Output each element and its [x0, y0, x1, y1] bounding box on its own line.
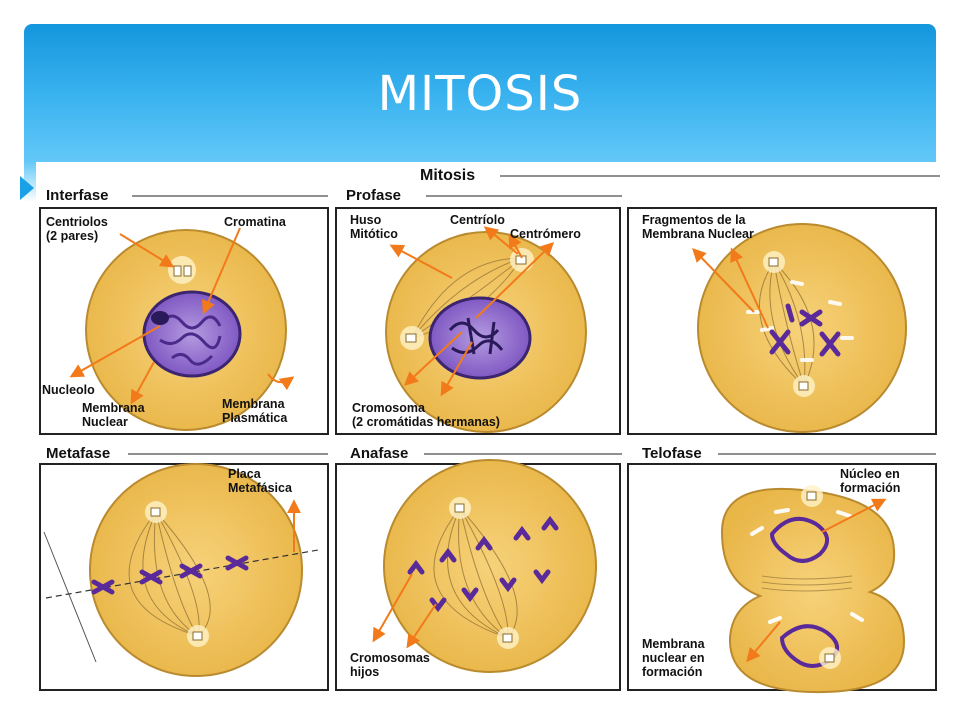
cell-prometafase	[697, 223, 907, 433]
centriole-icon	[819, 647, 841, 669]
centriole-icon	[168, 256, 196, 284]
forming-nucleus-top	[769, 516, 829, 563]
label-membrana-nuclear-1: Membrana	[82, 401, 146, 415]
chromosome-icon	[769, 303, 841, 357]
arrows-telofase	[746, 498, 887, 663]
cell-metafase	[43, 463, 319, 677]
panel-title-interfase: Interfase	[46, 187, 109, 204]
label-centromero: Centrómero	[510, 227, 581, 241]
label-nucleolo: Nucleolo	[42, 383, 95, 397]
panel-title-telofase: Telofase	[642, 445, 702, 462]
label-formacion-1: formación	[840, 481, 900, 495]
label-metafasica: Metafásica	[228, 481, 293, 495]
panel-title-metafase: Metafase	[46, 445, 110, 462]
label-hijos: hijos	[350, 665, 379, 679]
label-2-pares: (2 pares)	[46, 229, 98, 243]
label-mitotico: Mitótico	[350, 227, 398, 241]
cell-profase	[385, 231, 587, 433]
label-centriolo: Centríolo	[450, 213, 505, 227]
arrows-interfase	[69, 227, 295, 405]
panel-profase	[335, 207, 621, 435]
arrows-prometafase	[692, 247, 769, 329]
label-cromosomas: Cromosomas	[350, 651, 430, 665]
label-cromosoma: Cromosoma	[352, 401, 426, 415]
arrows-profase	[389, 226, 555, 397]
label-membrana-plasmatica-1: Membrana	[222, 397, 286, 411]
centriole-icon	[187, 625, 209, 647]
label-huso: Huso	[350, 213, 382, 227]
chromosome-icon	[91, 555, 249, 595]
spindle-axis-line	[43, 531, 97, 663]
label-membrana-nuclear: Membrana Nuclear	[642, 227, 754, 241]
placa-metafasica-line	[45, 549, 319, 599]
cell-anafase	[383, 459, 597, 673]
cell-telofase	[720, 485, 906, 694]
label-2-cromatidas: (2 cromátidas hermanas)	[352, 415, 500, 429]
label-membrana-nuclear-2: Nuclear	[82, 415, 128, 429]
label-membrana: Membrana	[642, 637, 706, 651]
cell-interfase	[85, 229, 287, 431]
label-formacion-2: formación	[642, 665, 702, 679]
centriole-icon	[793, 375, 815, 397]
label-membrana-plasmatica-2: Plasmática	[222, 411, 288, 425]
centriole-icon	[449, 497, 471, 519]
arrows-anafase	[372, 573, 437, 649]
label-placa: Placa	[228, 467, 262, 481]
centriole-icon	[145, 501, 167, 523]
centriole-icon	[763, 251, 785, 273]
slide-header	[24, 24, 936, 162]
panel-title-profase: Profase	[346, 187, 401, 204]
label-cromatina: Cromatina	[224, 215, 287, 229]
panel-title-anafase: Anafase	[350, 445, 408, 462]
mitosis-diagram: Mitosis Interfase Centriolos (2 pares) C…	[39, 167, 940, 694]
arrow-accent-icon	[20, 176, 34, 200]
panel-interfase	[39, 207, 329, 435]
label-nucleo-en: Núcleo en	[840, 467, 900, 481]
chromosome-icon	[407, 515, 559, 613]
centriole-icon	[400, 326, 424, 350]
label-nuclear-en: nuclear en	[642, 651, 705, 665]
centriole-icon	[497, 627, 519, 649]
slide-title: MITOSIS	[377, 66, 583, 122]
panel-prometafase	[627, 207, 937, 435]
label-centriolos: Centriolos	[46, 215, 108, 229]
centriole-icon	[801, 485, 823, 507]
label-fragmentos: Fragmentos de la	[642, 213, 747, 227]
diagram-heading: Mitosis	[420, 167, 475, 184]
